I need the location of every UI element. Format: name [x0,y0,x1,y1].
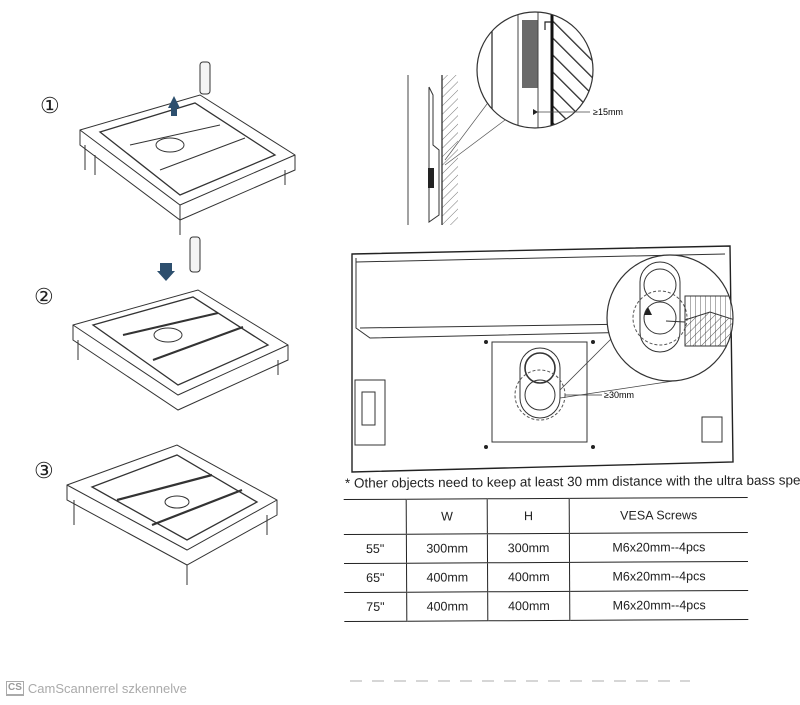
watermark-text: CamScannerrel szkennelve [27,681,187,696]
arrow-up-icon [168,96,180,116]
step-number-2: ② [34,284,54,309]
step-1-illustration [79,61,296,235]
cell-w: 400mm [406,591,489,622]
cell-screws: M6x20mm--4pcs [569,561,749,592]
cell-h: 400mm [487,562,570,592]
wall-clearance-diagram: ≥15mm [407,11,623,225]
cell-h: 300mm [487,533,570,563]
vesa-spec-table: W H VESA Screws 55" 300mm 300mm M6x20mm-… [343,497,749,622]
table-row: 55" 300mm 300mm M6x20mm--4pcs [343,532,749,564]
speaker-clearance-label: ≥30mm [604,390,634,400]
step-number-3: ③ [34,458,54,483]
speaker-distance-note: * Other objects need to keep at least 30… [344,472,800,491]
speaker-clearance-diagram: ≥30mm [351,245,734,473]
cell-screws: M6x20mm--4pcs [569,590,749,621]
camscanner-logo-icon: CS [6,681,24,696]
step-3-illustration [66,444,278,585]
header-h: H [487,498,570,534]
cell-w: 400mm [406,562,489,593]
header-w: W [406,498,488,535]
cell-size: 65" [344,563,407,593]
cell-size: 75" [344,592,407,622]
table-row: 75" 400mm 400mm M6x20mm--4pcs [344,590,749,622]
camscanner-watermark: CS CamScannerrel szkennelve [6,681,187,696]
step-number-1: ① [40,93,60,118]
step-2-illustration [72,236,289,411]
arrow-down-icon [157,263,175,281]
header-vesa-screws: VESA Screws [569,497,748,534]
cell-screws: M6x20mm--4pcs [569,532,749,563]
cell-w: 300mm [406,533,488,564]
table-row: 65" 400mm 400mm M6x20mm--4pcs [344,561,749,593]
table-header-row: W H VESA Screws [343,497,748,535]
scan-artifact [350,680,690,682]
cell-h: 400mm [488,591,570,621]
wall-clearance-label: ≥15mm [593,107,623,117]
header-size [343,499,407,535]
cell-size: 55" [343,534,407,564]
